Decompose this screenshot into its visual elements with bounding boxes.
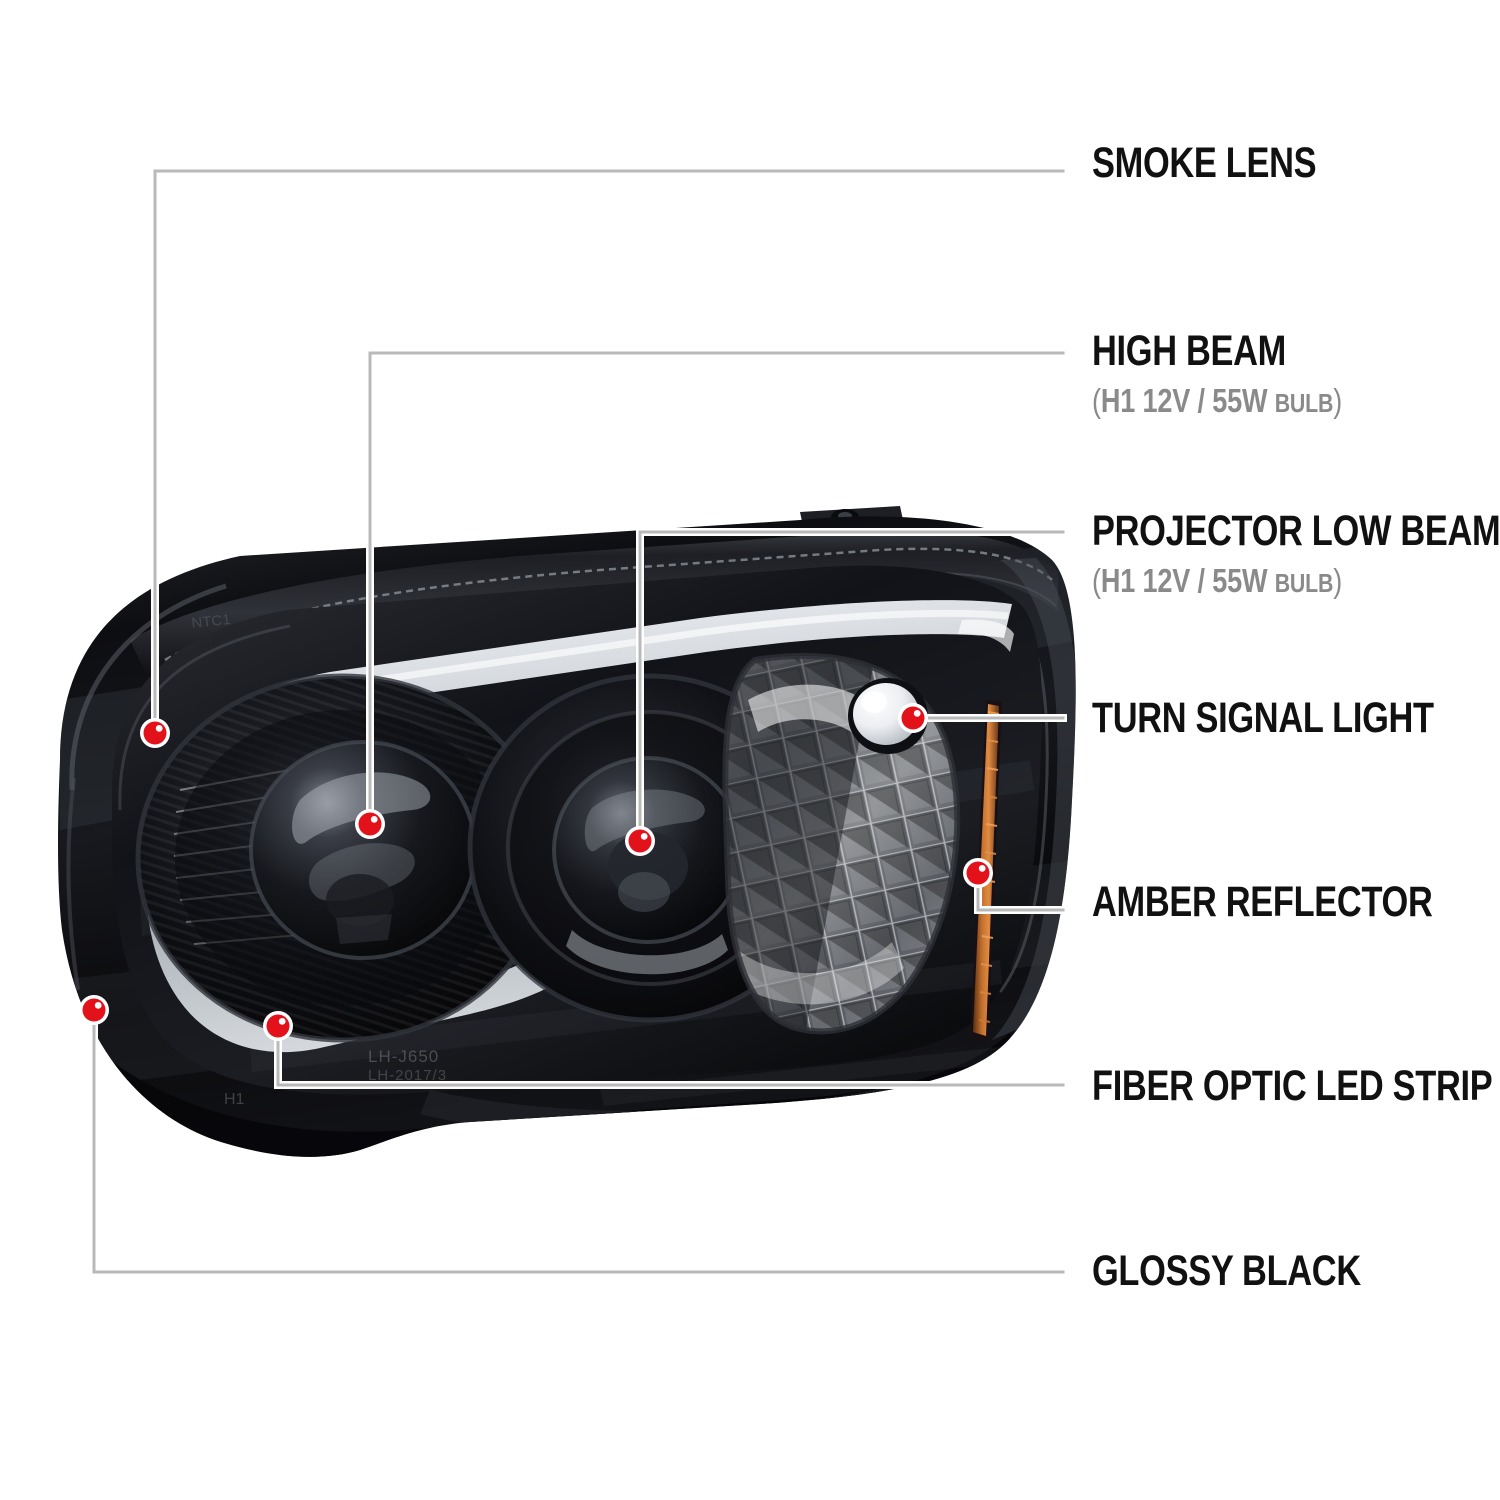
callout-label-high-beam[interactable]: HIGH BEAM (H1 12V / 55W BULB) xyxy=(1092,327,1397,418)
callout-title-projector-low-beam: PROJECTOR LOW BEAM xyxy=(1092,507,1500,555)
callout-title-glossy-black: GLOSSY BLACK xyxy=(1092,1247,1361,1295)
sub-small-high-beam: BULB xyxy=(1274,388,1334,418)
callout-title-amber-reflector: AMBER REFLECTOR xyxy=(1092,878,1433,926)
callout-label-turn-signal-light[interactable]: TURN SIGNAL LIGHT xyxy=(1092,697,1500,740)
svg-text:LH-J650: LH-J650 xyxy=(368,1047,439,1066)
turn-signal-light xyxy=(848,678,928,754)
sub-small-projector-low-beam: BULB xyxy=(1274,568,1334,598)
sub-open-paren-high-beam: ( xyxy=(1092,382,1101,419)
sub-open-paren-projector-low-beam: ( xyxy=(1092,562,1101,599)
callout-sub-projector-low-beam: (H1 12V / 55W BULB) xyxy=(1092,564,1500,597)
svg-text:H1: H1 xyxy=(224,1091,245,1108)
sub-main-projector-low-beam: H1 12V / 55W xyxy=(1100,562,1268,599)
callout-title-turn-signal-light: TURN SIGNAL LIGHT xyxy=(1092,694,1434,742)
callout-title-fiber-optic-led-strip: FIBER OPTIC LED STRIP xyxy=(1092,1062,1493,1110)
callout-label-smoke-lens[interactable]: SMOKE LENS xyxy=(1092,142,1372,185)
svg-text:LH-2017/3: LH-2017/3 xyxy=(368,1067,447,1084)
callout-label-amber-reflector[interactable]: AMBER REFLECTOR xyxy=(1092,881,1500,924)
callout-title-smoke-lens: SMOKE LENS xyxy=(1092,139,1317,187)
callout-title-high-beam: HIGH BEAM xyxy=(1092,327,1286,375)
callout-label-projector-low-beam[interactable]: PROJECTOR LOW BEAM (H1 12V / 55W BULB) xyxy=(1092,507,1500,598)
sub-close-paren-projector-low-beam: ) xyxy=(1333,562,1343,599)
sub-main-high-beam: H1 12V / 55W xyxy=(1100,382,1268,419)
sub-close-paren-high-beam: ) xyxy=(1333,382,1343,419)
callout-sub-high-beam: (H1 12V / 55W BULB) xyxy=(1092,384,1342,417)
callout-label-glossy-black[interactable]: GLOSSY BLACK xyxy=(1092,1250,1428,1293)
callout-label-fiber-optic-led-strip[interactable]: FIBER OPTIC LED STRIP xyxy=(1092,1065,1500,1108)
